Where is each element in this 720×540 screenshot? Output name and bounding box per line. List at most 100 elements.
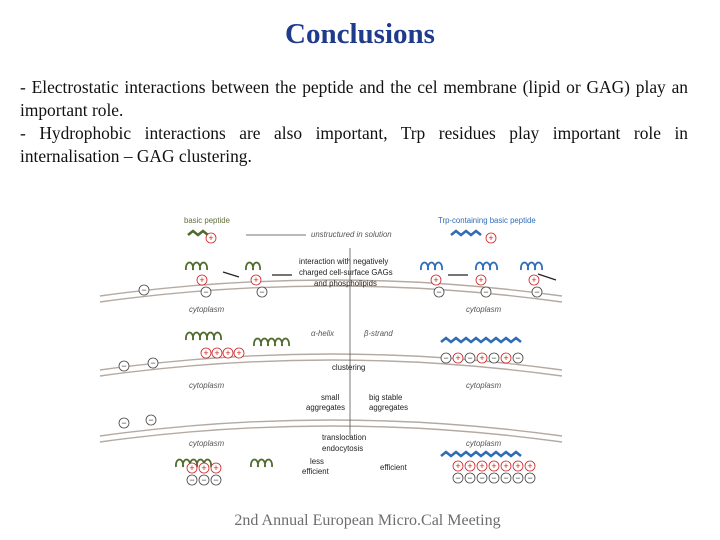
less-label: less <box>310 457 324 466</box>
internal-charge-ring <box>186 474 198 486</box>
beta-strand-label: β-strand <box>363 329 393 338</box>
membrane-charge: − <box>534 287 539 297</box>
unstructured-label: unstructured in solution <box>311 230 392 239</box>
membrane-charge-ring <box>433 286 445 298</box>
minus-charge: − <box>150 358 155 368</box>
trp-peptide-internal <box>440 450 522 458</box>
internal-charge-ring <box>198 474 210 486</box>
alpha-helix-label: α-helix <box>311 329 335 338</box>
aggregate-charge-ring <box>211 347 223 359</box>
interaction-label-line2: charged cell-surface GAGs <box>299 268 393 277</box>
cluster-charge: + <box>503 353 508 363</box>
cluster-charge-ring <box>452 352 464 364</box>
internal-charge: − <box>527 473 532 483</box>
membrane-charge: − <box>436 287 441 297</box>
cytoplasm-label-2b: cytoplasm <box>466 381 502 390</box>
minus-charge: − <box>141 285 146 295</box>
membrane-row1-inner <box>99 285 563 303</box>
internal-charge: + <box>213 463 218 473</box>
internal-charge: − <box>455 473 460 483</box>
membrane-charge: + <box>199 275 204 285</box>
cluster-charge: − <box>443 353 448 363</box>
cytoplasm-label-2a: cytoplasm <box>189 381 225 390</box>
cluster-charge-ring <box>488 352 500 364</box>
trp-peptide-coil <box>520 261 543 271</box>
cytoplasm-label-1a: cytoplasm <box>189 305 225 314</box>
internal-charge: + <box>455 461 460 471</box>
membrane-row2-outer <box>99 353 563 371</box>
membrane-charge-ring <box>200 286 212 298</box>
plus-charge-ring <box>205 232 217 244</box>
internal-charge: − <box>467 473 472 483</box>
trp-peptide-glyph <box>450 229 482 237</box>
internal-charge: + <box>527 461 532 471</box>
conclusion-hydrophobic: - Hydrophobic interactions are also impo… <box>20 123 688 166</box>
basic-peptide-label: basic peptide <box>184 216 230 225</box>
small-aggregates-line2: aggregates <box>306 403 345 412</box>
internal-charge-ring <box>464 472 476 484</box>
internal-charge: + <box>503 461 508 471</box>
less-efficient-label: efficient <box>302 467 330 476</box>
internal-charge-ring <box>512 460 524 472</box>
membrane-charge: − <box>483 287 488 297</box>
internal-charge: − <box>503 473 508 483</box>
internal-charge: + <box>515 461 520 471</box>
big-aggregates-line1: big stable <box>369 393 402 402</box>
basic-peptide-internal <box>250 458 273 468</box>
membrane-charge: − <box>259 287 264 297</box>
clustering-label: clustering <box>332 363 365 372</box>
membrane-charge-ring <box>430 274 442 286</box>
membrane-charge-ring <box>256 286 268 298</box>
mechanism-figure: basic peptide Trp-containing basic pepti… <box>99 216 563 486</box>
membrane-charge-ring <box>475 274 487 286</box>
basic-helix-aggregate <box>185 331 222 341</box>
interaction-label-line1: interaction with negatively <box>299 257 388 266</box>
membrane-charge-ring <box>531 286 543 298</box>
cluster-charge-ring <box>512 352 524 364</box>
trp-peptide-coil <box>475 261 498 271</box>
internal-charge-ring <box>500 460 512 472</box>
internal-charge-ring <box>524 460 536 472</box>
internal-charge: + <box>479 461 484 471</box>
membranes <box>99 279 563 443</box>
aggregate-charge: + <box>203 348 208 358</box>
internal-charge-ring <box>488 472 500 484</box>
basic-peptide-glyph <box>187 229 209 237</box>
minus-charge-ring <box>138 284 150 296</box>
cytoplasm-label-3b: cytoplasm <box>466 439 502 448</box>
big-aggregates-line2: aggregates <box>369 403 408 412</box>
internal-charge-ring <box>198 462 210 474</box>
interaction-arrows <box>222 271 557 281</box>
cluster-charge: + <box>455 353 460 363</box>
membrane-charge: + <box>253 275 258 285</box>
trp-peptide-coil <box>420 261 443 271</box>
internal-charge-ring <box>210 474 222 486</box>
aggregate-charge: + <box>225 348 230 358</box>
membrane-charge: + <box>433 275 438 285</box>
cluster-charge: + <box>479 353 484 363</box>
basic-peptide-coil <box>185 261 208 271</box>
membrane-row2-inner <box>99 359 563 377</box>
internal-charge: + <box>491 461 496 471</box>
aggregate-charge-ring <box>222 347 234 359</box>
minus-charge: − <box>148 415 153 425</box>
interaction-label-line3: and phospholipids <box>314 279 377 288</box>
small-aggregates-line1: small <box>321 393 339 402</box>
internal-charge-ring <box>452 472 464 484</box>
trp-peptide-label: Trp-containing basic peptide <box>438 216 536 225</box>
internal-charge-ring <box>464 460 476 472</box>
cluster-charge-ring <box>500 352 512 364</box>
efficient-label: efficient <box>380 463 408 472</box>
internal-charge-ring <box>186 462 198 474</box>
internal-charge: − <box>491 473 496 483</box>
internal-charge-ring <box>476 472 488 484</box>
cluster-charge-ring <box>476 352 488 364</box>
peptide-layer: +++−+−+−+−+−−−+−+−+−++++−−+−+−+−+−+−+−+−… <box>118 229 543 486</box>
minus-charge-ring <box>118 360 130 372</box>
internal-charge-ring <box>524 472 536 484</box>
cluster-charge: − <box>467 353 472 363</box>
membrane-charge: + <box>478 275 483 285</box>
internal-charge-ring <box>476 460 488 472</box>
footer-text: 2nd Annual European Micro.Cal Meeting <box>234 512 501 529</box>
